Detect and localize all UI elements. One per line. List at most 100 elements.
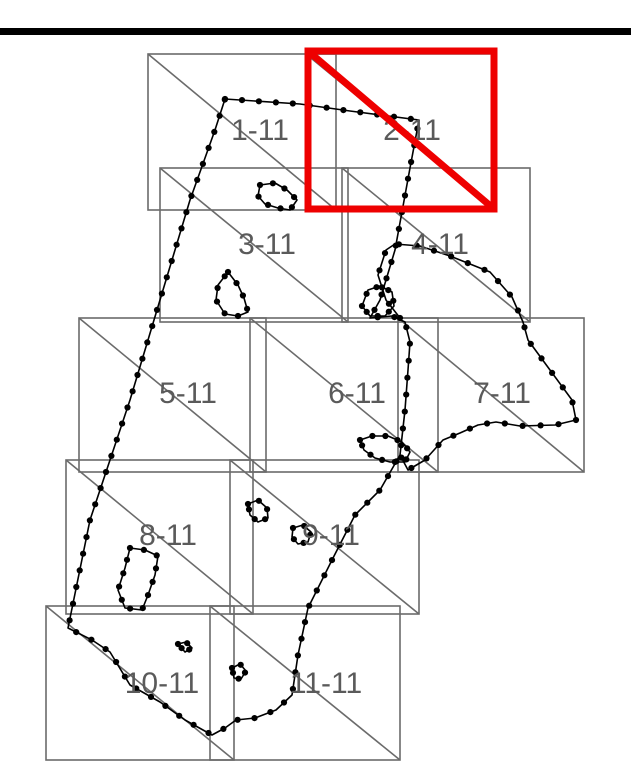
tile-11-11[interactable] bbox=[209, 605, 401, 761]
track-point bbox=[190, 721, 197, 728]
track-point bbox=[126, 544, 134, 552]
track-point bbox=[388, 258, 395, 266]
track-point bbox=[127, 605, 134, 612]
track-point bbox=[194, 176, 201, 183]
track-point bbox=[239, 292, 246, 299]
track-point bbox=[406, 340, 413, 347]
track-point bbox=[147, 693, 155, 701]
tile-7-11[interactable] bbox=[397, 317, 585, 473]
track-point bbox=[97, 485, 104, 492]
track-point bbox=[450, 432, 457, 439]
track-point bbox=[398, 454, 405, 461]
tile-5-11[interactable] bbox=[78, 317, 267, 473]
route-loop-f bbox=[244, 497, 271, 523]
track-point bbox=[391, 314, 398, 321]
track-point bbox=[158, 290, 165, 297]
track-point bbox=[385, 287, 392, 294]
track-point bbox=[403, 391, 410, 398]
track-point bbox=[76, 567, 83, 574]
tile-label-11-11: 11-11 bbox=[290, 667, 362, 700]
track-point bbox=[83, 534, 90, 541]
tile-8-11[interactable] bbox=[65, 459, 254, 615]
route-main-track bbox=[66, 95, 421, 737]
tile-4-11[interactable] bbox=[341, 167, 531, 323]
tile-9-11[interactable] bbox=[229, 459, 420, 615]
track-point bbox=[220, 725, 227, 733]
track-point bbox=[300, 539, 307, 547]
track-point bbox=[241, 669, 249, 676]
track-point bbox=[88, 636, 95, 643]
tile-diagonal bbox=[209, 605, 401, 761]
track-point bbox=[399, 425, 406, 432]
track-point bbox=[321, 572, 328, 579]
track-point bbox=[405, 357, 412, 364]
track-point bbox=[466, 425, 473, 432]
track-point bbox=[313, 587, 320, 594]
track-point bbox=[116, 583, 123, 590]
track-point bbox=[414, 125, 421, 132]
track-point bbox=[234, 716, 241, 723]
route-loop-e bbox=[116, 544, 160, 612]
track-point bbox=[183, 209, 190, 216]
track-point bbox=[221, 273, 228, 280]
track-point bbox=[391, 458, 398, 466]
track-point bbox=[340, 107, 347, 114]
track-point bbox=[251, 516, 258, 523]
track-point bbox=[501, 420, 508, 427]
track-point bbox=[306, 602, 313, 609]
track-point bbox=[521, 324, 528, 331]
track-point bbox=[69, 600, 77, 607]
track-point bbox=[178, 645, 185, 652]
track-point bbox=[255, 98, 262, 105]
track-point bbox=[494, 278, 502, 285]
track-point bbox=[186, 646, 193, 653]
track-point bbox=[205, 729, 212, 737]
track-point bbox=[228, 664, 236, 672]
track-point bbox=[464, 260, 471, 267]
track-point bbox=[484, 420, 491, 427]
tile-frame bbox=[65, 459, 254, 615]
track-point bbox=[390, 297, 397, 304]
route-east-loop bbox=[376, 241, 580, 472]
track-point bbox=[363, 308, 370, 315]
route-loop-b bbox=[255, 180, 298, 212]
track-point bbox=[358, 302, 366, 310]
track-point bbox=[262, 516, 269, 523]
track-point bbox=[394, 437, 401, 444]
selection-frame bbox=[304, 47, 498, 213]
track-point bbox=[527, 340, 534, 347]
track-point bbox=[139, 355, 146, 362]
track-point bbox=[514, 307, 522, 314]
track-point bbox=[537, 422, 544, 429]
track-point bbox=[133, 685, 140, 692]
track-point bbox=[245, 506, 253, 513]
track-point bbox=[163, 274, 170, 281]
track-point bbox=[382, 432, 389, 440]
track-point bbox=[435, 441, 442, 449]
track-point bbox=[403, 324, 410, 331]
track-point bbox=[214, 284, 221, 292]
tile-frame bbox=[45, 605, 235, 761]
route-loop-a bbox=[213, 268, 251, 320]
track-point bbox=[408, 158, 415, 166]
track-point bbox=[371, 306, 378, 313]
tile-label-6-11: 6-11 bbox=[328, 377, 386, 410]
track-point bbox=[272, 99, 279, 106]
track-point bbox=[379, 456, 386, 463]
track-point bbox=[404, 445, 411, 452]
track-point bbox=[92, 501, 99, 508]
track-point bbox=[555, 421, 562, 428]
track-point bbox=[118, 596, 125, 603]
tile-diagonal bbox=[397, 317, 585, 473]
track-point bbox=[256, 181, 264, 189]
track-point bbox=[237, 661, 244, 668]
track-point bbox=[229, 669, 237, 676]
track-point bbox=[264, 201, 272, 208]
track-point bbox=[102, 468, 110, 476]
track-point bbox=[538, 355, 545, 362]
track-point bbox=[244, 500, 252, 508]
track-point bbox=[289, 524, 297, 532]
track-point bbox=[288, 204, 295, 211]
track-point bbox=[430, 247, 438, 254]
track-point bbox=[448, 253, 455, 260]
